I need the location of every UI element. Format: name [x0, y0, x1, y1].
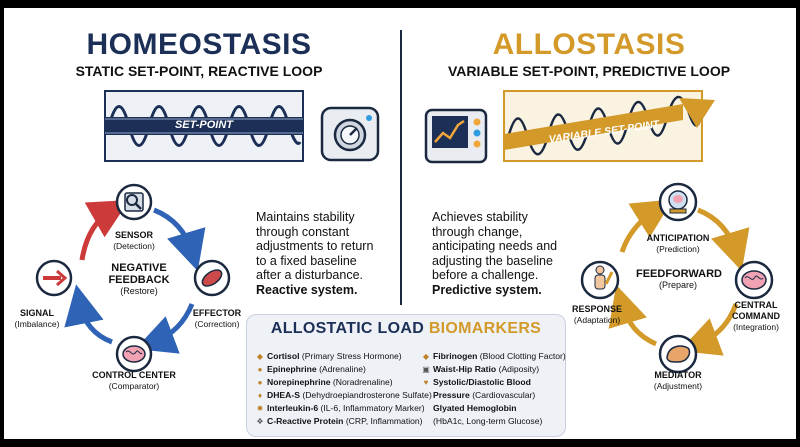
dhea-icon: ♦: [257, 391, 263, 400]
thermostat-icon: [320, 106, 380, 162]
interleukin-icon: ✹: [256, 404, 264, 413]
fibrinogen-icon: ◆: [422, 352, 430, 361]
homeostasis-subtitle: STATIC SET-POINT, REACTIVE LOOP: [75, 63, 323, 79]
biomarker-item: ◆Cortisol (Primary Stress Hormone): [256, 351, 402, 361]
blood-pressure-icon: ♥: [423, 378, 429, 387]
feedforward-label: FEEDFORWARD(Prepare): [636, 268, 722, 290]
signal-label: SIGNAL(Imbalance): [14, 308, 60, 329]
biomarker-item: Pressure (Cardiovascular): [433, 390, 536, 400]
set-point-graph: [104, 90, 304, 162]
negative-feedback-loop: [35, 183, 231, 373]
effector-label: EFFECTOR(Correction): [192, 308, 242, 329]
diagram-canvas: HOMEOSTASIS STATIC SET-POINT, REACTIVE L…: [4, 8, 796, 439]
allostasis-description: Achieves stability through change, antic…: [432, 210, 558, 297]
waist-hip-icon: ▣: [422, 365, 430, 374]
mediator-label: MEDIATOR(Adjustment): [653, 370, 703, 391]
biomarker-item: ♥Systolic/Diastolic Blood: [421, 377, 531, 388]
epinephrine-icon: ●: [257, 365, 263, 374]
biomarker-item: (HbA1c, Long-term Glucose): [433, 416, 543, 426]
monitor-icon: [424, 108, 488, 164]
biomarker-item: Glyated Hemoglobin: [433, 403, 517, 413]
biomarker-item: ❖C-Reactive Protein (CRP, Inflammation): [256, 416, 423, 426]
homeostasis-description: Maintains stability through constant adj…: [256, 210, 374, 297]
cortisol-icon: ◆: [256, 352, 264, 361]
response-label: RESPONSE(Adaptation): [571, 304, 622, 325]
crp-icon: ❖: [256, 417, 264, 426]
allostasis-subtitle: VARIABLE SET-POINT, PREDICTIVE LOOP: [447, 63, 731, 79]
biomarker-item: ●Norepinephrine (Noradrenaline): [255, 377, 393, 388]
allostasis-title: ALLOSTASIS: [492, 28, 686, 61]
anticipation-label: ANTICIPATION(Prediction): [646, 233, 710, 254]
biomarker-item: ▣Waist-Hip Ratio (Adiposity): [422, 364, 540, 374]
feedforward-loop: [580, 182, 774, 374]
control-center-label: CONTROL CENTER(Comparator): [92, 370, 176, 391]
biomarker-item: ♦DHEA-S (Dehydroepiandrosterone Sulfate): [255, 390, 432, 401]
biomarkers-panel: ALLOSTATIC LOAD BIOMARKERS ◆Cortisol (Pr…: [246, 314, 566, 437]
biomarker-item: ✹Interleukin-6 (IL-6, Inflammatory Marke…: [256, 403, 425, 413]
variable-set-point-graph: [503, 90, 715, 162]
biomarkers-title: ALLOSTATIC LOAD BIOMARKERS: [270, 320, 542, 337]
biomarker-item: ●Epinephrine (Adrenaline): [255, 364, 366, 375]
sensor-label: SENSOR(Detection): [113, 230, 155, 251]
center-divider: [400, 30, 402, 305]
norepinephrine-icon: ●: [257, 378, 263, 387]
biomarker-item: ◆Fibrinogen (Blood Clotting Factor): [422, 351, 566, 361]
set-point-label: SET-POINT: [174, 119, 234, 131]
homeostasis-title: HOMEOSTASIS: [86, 28, 312, 61]
